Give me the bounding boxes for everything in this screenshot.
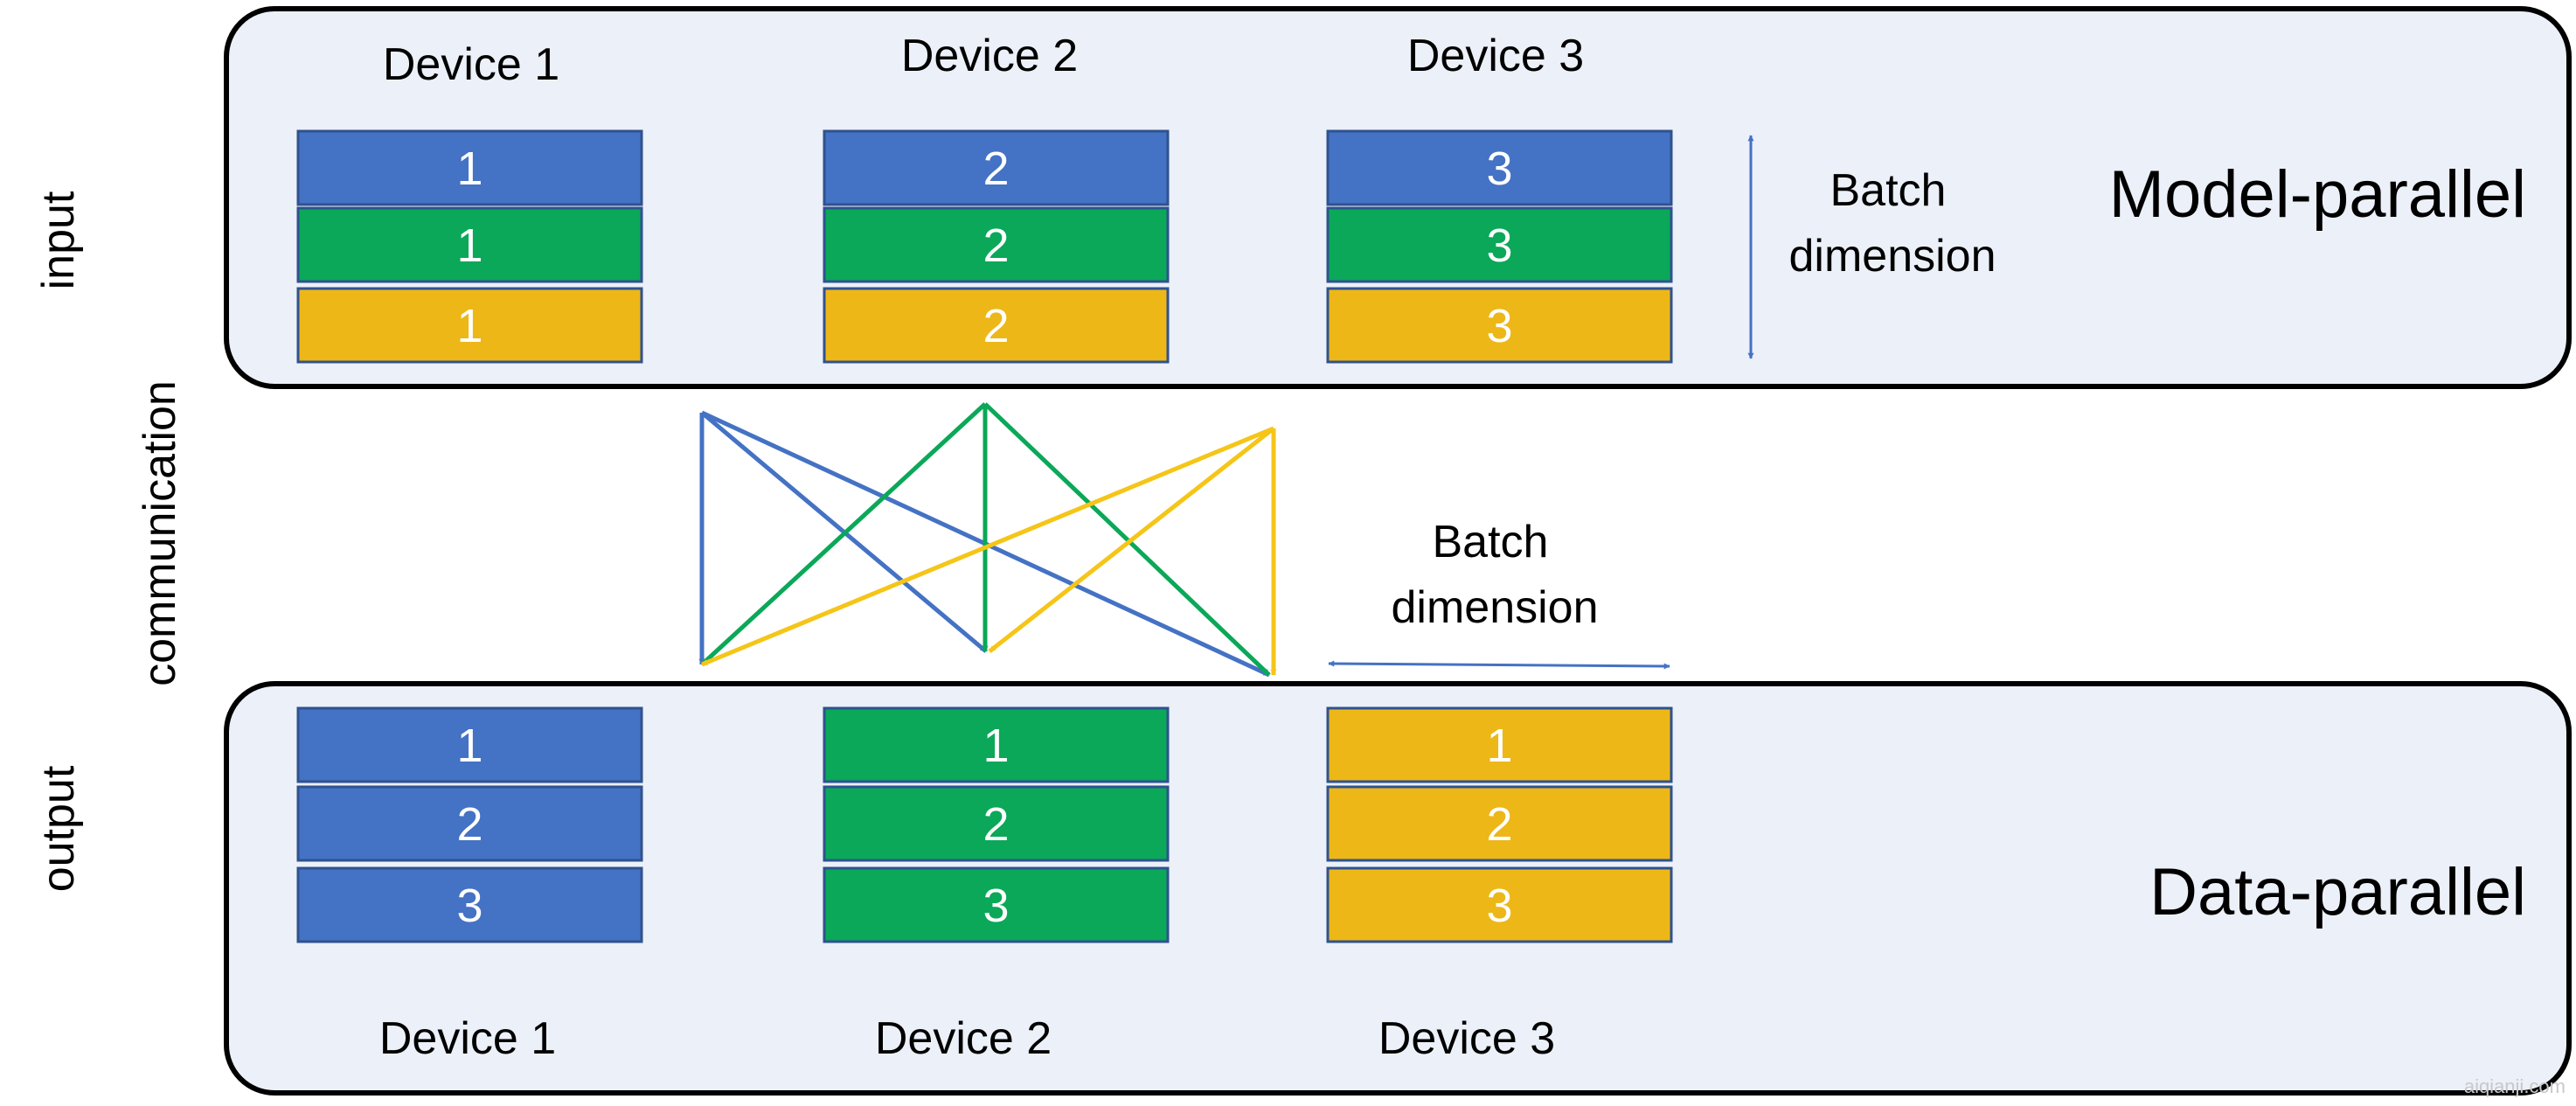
output-label: output — [33, 765, 84, 892]
model-parallel-device-3-block-1-label: 3 — [1486, 143, 1512, 195]
model-parallel-device-1-block-2 — [296, 206, 643, 283]
data-parallel-device-3-label: Device 3 — [1378, 1013, 1555, 1064]
model-parallel-device-2-block-3 — [823, 287, 1170, 364]
data-parallel-device-3-block-3 — [1326, 866, 1673, 943]
model-parallel-batch-label-line2: dimension — [1788, 231, 1996, 282]
data-parallel-title: Data-parallel — [2149, 855, 2526, 929]
communication-arrows — [698, 402, 1277, 678]
data-parallel-device-1-block-2 — [296, 785, 643, 862]
data-parallel-device-1-label: Device 1 — [379, 1013, 556, 1064]
data-parallel-blocks: 1 2 3 1 2 3 1 2 3 — [296, 706, 1673, 943]
data-parallel-batch-label-line2: dimension — [1391, 582, 1598, 633]
data-parallel-device-1-block-3 — [296, 866, 643, 943]
model-parallel-blocks: 1 1 1 2 2 2 3 3 3 — [296, 129, 1673, 364]
comm-arrow-green-to-device-3 — [983, 402, 1271, 677]
model-parallel-device-2-block-2-label: 2 — [982, 219, 1009, 272]
data-parallel-device-3-block-1 — [1326, 706, 1673, 783]
data-parallel-device-3-block-2-label: 2 — [1486, 798, 1512, 851]
data-parallel-device-1-block-1 — [296, 706, 643, 783]
model-parallel-device-2-block-1 — [823, 129, 1170, 206]
model-parallel-device-1-block-3-label: 1 — [456, 300, 483, 352]
model-parallel-device-3-block-3 — [1326, 287, 1673, 364]
data-parallel-device-1-block-3-label: 3 — [456, 880, 483, 932]
comm-arrow-yellow-to-device-1 — [701, 426, 1274, 667]
model-parallel-device-1-block-2-label: 1 — [456, 219, 483, 272]
model-parallel-batch-label-line1: Batch — [1830, 165, 1947, 216]
model-parallel-device-3-block-3-label: 3 — [1486, 300, 1512, 352]
data-parallel-device-3-block-2 — [1326, 785, 1673, 862]
model-parallel-device-3-block-2 — [1326, 206, 1673, 283]
model-parallel-device-1-label: Device 1 — [383, 39, 559, 90]
watermark: aiqianji.com — [2464, 1075, 2566, 1097]
model-parallel-device-1-block-1 — [296, 129, 643, 206]
comm-arrow-green-to-device-1 — [700, 402, 987, 666]
data-parallel-device-2-block-1-label: 1 — [982, 720, 1009, 772]
data-parallel-device-2-block-2-label: 2 — [982, 798, 1009, 851]
data-parallel-device-2-block-3 — [823, 866, 1170, 943]
data-parallel-device-3-block-3-label: 3 — [1486, 880, 1512, 932]
model-parallel-device-2-block-1-label: 2 — [982, 143, 1009, 195]
data-parallel-device-1-block-1-label: 1 — [456, 720, 483, 772]
model-parallel-device-2-label: Device 2 — [901, 31, 1078, 81]
data-parallel-device-1-block-2-label: 2 — [456, 798, 483, 851]
model-parallel-device-3-label: Device 3 — [1407, 31, 1584, 81]
communication-label: communication — [135, 380, 185, 686]
model-parallel-device-1-block-1-label: 1 — [456, 143, 483, 195]
model-parallel-device-2-block-3-label: 2 — [982, 300, 1009, 352]
batch-dimension-horizontal-arrow — [1328, 660, 1670, 670]
model-parallel-device-3-block-1 — [1326, 129, 1673, 206]
model-parallel-device-2-block-2 — [823, 206, 1170, 283]
model-parallel-device-3-block-2-label: 3 — [1486, 219, 1512, 272]
model-parallel-title: Model-parallel — [2109, 157, 2526, 232]
data-parallel-device-2-block-3-label: 3 — [982, 880, 1009, 932]
data-parallel-batch-label-line1: Batch — [1433, 517, 1549, 567]
data-parallel-device-2-block-2 — [823, 785, 1170, 862]
data-parallel-device-3-block-1-label: 1 — [1486, 720, 1512, 772]
data-parallel-device-2-label: Device 2 — [875, 1013, 1052, 1064]
comm-arrow-yellow-to-device-2 — [988, 427, 1275, 653]
model-parallel-device-1-block-3 — [296, 287, 643, 364]
data-parallel-device-2-block-1 — [823, 706, 1170, 783]
input-label: input — [33, 191, 84, 289]
